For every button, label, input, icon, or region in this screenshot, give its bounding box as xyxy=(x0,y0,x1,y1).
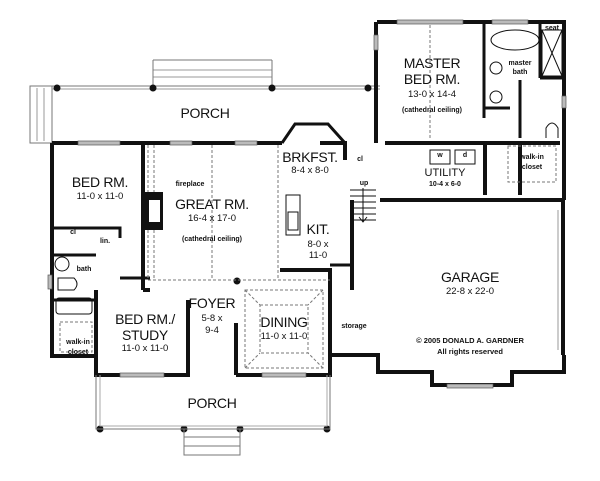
kitchen-dims: 8-0 x xyxy=(307,239,329,250)
rear-porch-outline xyxy=(29,85,53,144)
garage-dims: 22-8 x 22-0 xyxy=(445,286,495,297)
bed-study-title-2: STUDY xyxy=(122,327,168,343)
dining-dims: 11-0 x 11-0 xyxy=(260,331,308,342)
master-bed-dims: 13-0 x 14-4 xyxy=(407,89,457,100)
dryer-label: d xyxy=(462,152,468,159)
seat-label: seat xyxy=(544,25,559,32)
study-closet-label-2: closet xyxy=(67,349,89,356)
master-closet-label: walk-in xyxy=(520,154,544,161)
brkfst-closet-label: cl xyxy=(357,156,363,163)
hall-closet-label: cl xyxy=(70,229,76,236)
master-bath-label-2: bath xyxy=(512,69,528,76)
garage-title: GARAGE xyxy=(440,269,500,285)
linen-label: lin. xyxy=(99,238,111,245)
utility-dims: 10-4 x 6-0 xyxy=(429,181,461,188)
stairs-up-label: up xyxy=(359,180,369,187)
study-closet-label: walk-in xyxy=(66,339,90,346)
great-rm-title: GREAT RM. xyxy=(175,196,249,212)
foyer-title: FOYER xyxy=(188,295,236,311)
great-rm-note: (cathedral ceiling) xyxy=(182,236,242,243)
brkfst-title: BRKFST. xyxy=(282,149,338,165)
washer-label: w xyxy=(437,152,443,159)
bed-rm-dims: 11-0 x 11-0 xyxy=(76,191,124,202)
kitchen-title: KIT. xyxy=(306,221,330,237)
kitchen-dims-2: 11-0 xyxy=(308,250,328,261)
master-bed-title: MASTER xyxy=(403,55,461,71)
rear-porch-label: PORCH xyxy=(180,105,230,121)
bath-label: bath xyxy=(76,266,92,273)
storage-label: storage xyxy=(341,323,367,330)
dining-title: DINING xyxy=(260,314,308,330)
bed-study-dims: 11-0 x 11-0 xyxy=(121,343,169,354)
copyright-line-2: All rights reserved xyxy=(437,347,503,356)
fireplace-label: fireplace xyxy=(175,181,205,188)
foyer-dims: 5-8 x xyxy=(201,313,223,324)
utility-title: UTILITY xyxy=(424,167,466,179)
foyer-dims-2: 9-4 xyxy=(205,325,219,336)
front-porch-label: PORCH xyxy=(187,395,237,411)
bed-rm-title: BED RM. xyxy=(71,174,129,190)
master-bed-note: (cathedral ceiling) xyxy=(402,107,462,114)
master-bed-title-2: BED RM. xyxy=(403,71,461,87)
brkfst-dims: 8-4 x 8-0 xyxy=(291,165,329,176)
master-bath-label: master xyxy=(508,60,532,67)
great-rm-dims: 16-4 x 17-0 xyxy=(187,213,237,224)
copyright-line-1: © 2005 DONALD A. GARDNER xyxy=(416,336,524,345)
bed-study-title: BED RM./ xyxy=(115,311,175,327)
master-closet-label-2: closet xyxy=(521,164,543,171)
